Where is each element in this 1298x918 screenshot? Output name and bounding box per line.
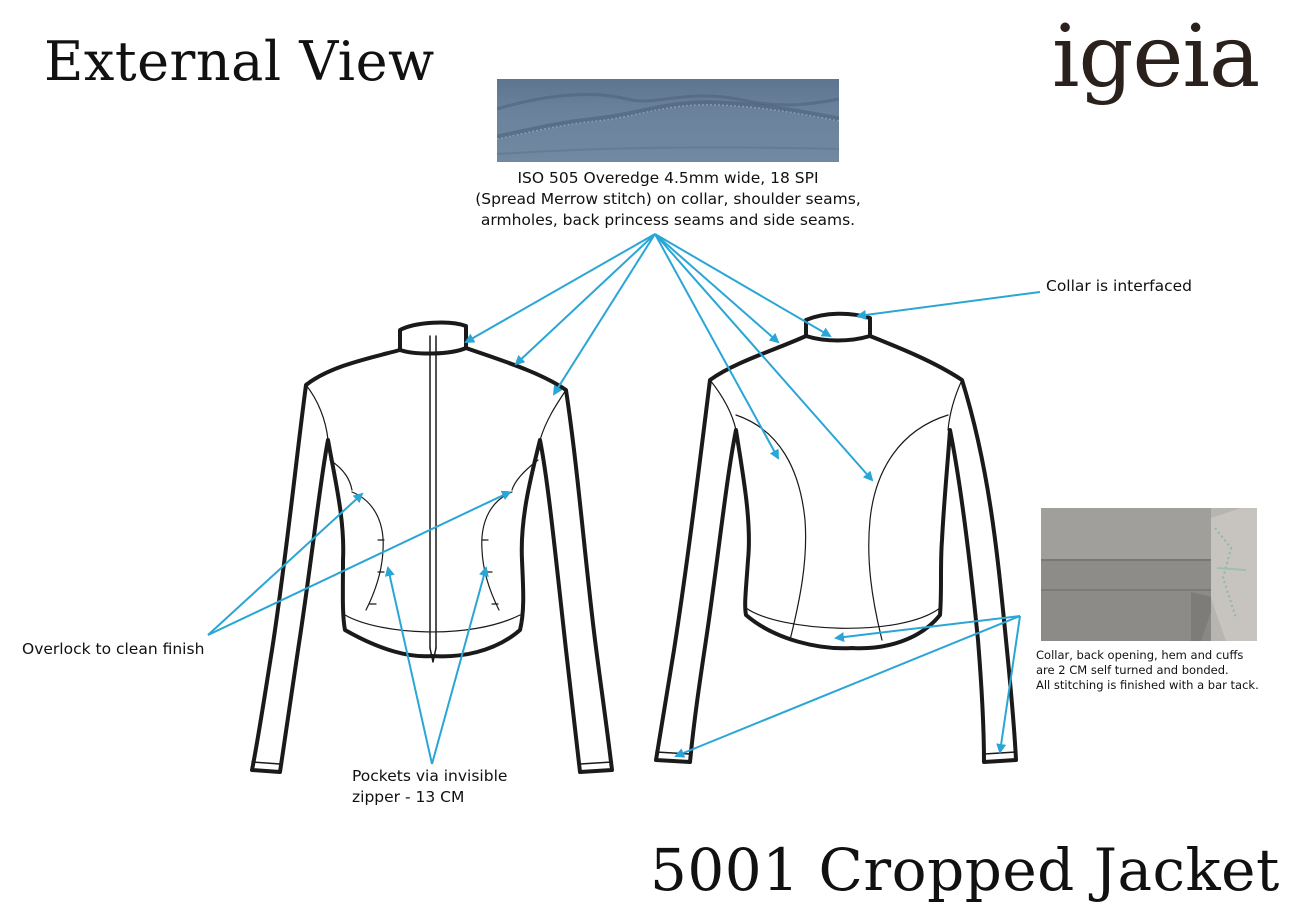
cuffs-line-2: are 2 CM self turned and bonded. — [1036, 663, 1229, 677]
stitch-spec-line-2: (Spread Merrow stitch) on collar, should… — [475, 190, 861, 208]
cuffs-line-1: Collar, back opening, hem and cuffs — [1036, 648, 1244, 662]
pockets-line-2: zipper - 13 CM — [352, 788, 465, 806]
collar-note: Collar is interfaced — [1046, 277, 1192, 295]
leader-arrows — [207, 233, 1041, 765]
stitch-spec-line-3: armholes, back princess seams and side s… — [480, 211, 856, 229]
pockets-note: Pockets via invisible zipper - 13 CM — [352, 766, 507, 808]
cuffs-line-3: All stitching is finished with a bar tac… — [1036, 678, 1259, 692]
stitch-spec-line-1: ISO 505 Overedge 4.5mm wide, 18 SPI — [517, 169, 819, 187]
page-title: External View — [44, 30, 435, 93]
stitch-spec-note: ISO 505 Overedge 4.5mm wide, 18 SPI (Spr… — [448, 168, 888, 231]
pockets-line-1: Pockets via invisible — [352, 767, 508, 785]
stitch-detail-photo — [497, 79, 839, 162]
brand-logo: igeia — [1052, 7, 1260, 107]
cuff-detail-photo — [1041, 508, 1257, 641]
jacket-front-view — [250, 320, 614, 774]
product-title: 5001 Cropped Jacket — [650, 836, 1280, 904]
jacket-back-view — [654, 311, 1018, 764]
overlock-note: Overlock to clean finish — [22, 640, 205, 658]
cuffs-note: Collar, back opening, hem and cuffs are … — [1036, 648, 1259, 693]
